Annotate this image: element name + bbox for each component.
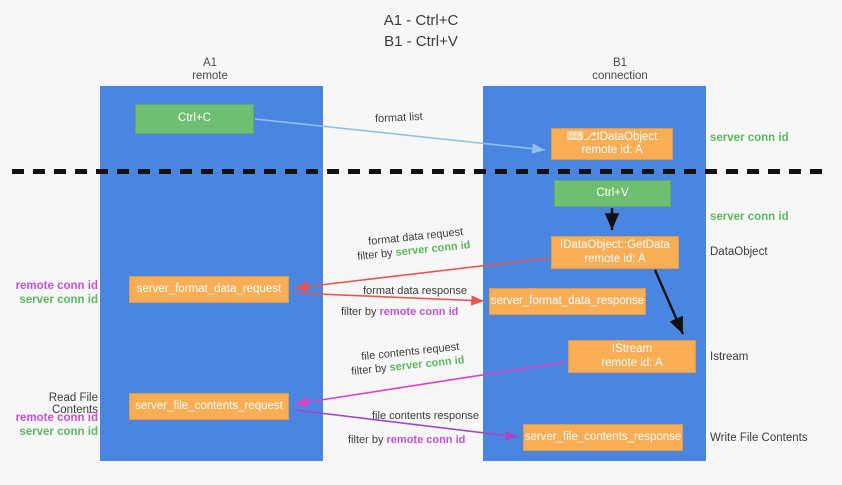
- column-b1-subtitle: connection: [592, 70, 648, 82]
- box-ctrl-v[interactable]: Ctrl+V: [554, 180, 671, 207]
- annotation-remote-conn-id-2: remote conn id: [15, 412, 98, 424]
- title-line-2: B1 - Ctrl+V: [384, 33, 458, 50]
- box-getdata-line1: IDataObject::GetData: [560, 239, 670, 251]
- box-server-file-contents-request[interactable]: server_file_contents_request: [129, 393, 289, 420]
- annotation-read-file-contents: Read File Contents: [48, 392, 98, 416]
- annotation-server-conn-id-mid: server conn id: [710, 211, 789, 223]
- annotation-dataobject: DataObject: [710, 246, 768, 258]
- filter-prefix: filter by: [356, 246, 397, 263]
- filter-key-remote-conn-id: remote conn id: [379, 306, 459, 318]
- box-server-file-contents-request-label: server_file_contents_request: [135, 399, 283, 412]
- edge-label-format-list: format list: [374, 110, 423, 126]
- box-idataobject[interactable]: ⌨⎇IDataObject remote id: A: [551, 128, 673, 160]
- column-b1-name: B1: [612, 57, 628, 69]
- column-header-a1: A1 remote: [120, 57, 300, 83]
- annotation-server-conn-id-top: server conn id: [710, 132, 789, 144]
- filter-prefix: filter by: [350, 361, 391, 378]
- filter-prefix: filter by: [341, 306, 380, 318]
- annotation-remote-conn-id-1: remote conn id: [15, 280, 98, 292]
- annotation-conn-ids-top: remote conn id server conn id: [10, 279, 98, 307]
- box-server-format-data-request[interactable]: server_format_data_request: [129, 276, 289, 303]
- box-idataobject-line2: remote id: A: [581, 144, 643, 156]
- edge-label-format-data-response: format data response: [363, 285, 467, 297]
- box-istream[interactable]: IStream remote id: A: [568, 340, 696, 373]
- annotation-istream: Istream: [710, 351, 749, 363]
- box-idataobject-line1: ⌨⎇IDataObject: [566, 130, 658, 143]
- column-a1-subtitle: remote: [192, 70, 228, 82]
- box-server-file-contents-response[interactable]: server_file_contents_response: [523, 424, 683, 451]
- box-ctrl-v-label: Ctrl+V: [596, 186, 629, 199]
- box-istream-line2: remote id: A: [601, 356, 663, 369]
- box-server-file-contents-response-label: server_file_contents_response: [524, 430, 682, 443]
- page-title: A1 - Ctrl+C B1 - Ctrl+V: [0, 10, 842, 52]
- filter-prefix: filter by: [348, 434, 387, 446]
- column-header-b1: B1 connection: [530, 57, 710, 83]
- box-server-format-data-response-label: server_format_data_response: [490, 294, 645, 307]
- annotation-server-conn-id-1: server conn id: [19, 294, 98, 306]
- phase-divider: [12, 169, 830, 174]
- annotation-write-file-contents: Write File Contents: [710, 432, 808, 444]
- box-ctrl-c-label: Ctrl+C: [178, 112, 211, 125]
- annotation-conn-ids-bottom: remote conn id server conn id: [10, 411, 98, 439]
- box-istream-line1: IStream: [611, 343, 653, 355]
- box-idataobject-getdata[interactable]: IDataObject::GetData remote id: A: [551, 236, 679, 269]
- annotation-server-conn-id-2: server conn id: [19, 426, 98, 438]
- filter-key-remote-conn-id: remote conn id: [386, 434, 466, 446]
- box-getdata-line2: remote id: A: [584, 252, 646, 265]
- box-ctrl-c[interactable]: Ctrl+C: [135, 104, 254, 134]
- box-server-format-data-request-label: server_format_data_request: [136, 282, 282, 295]
- title-line-1: A1 - Ctrl+C: [383, 12, 459, 29]
- edge-filter-format-data-response: filter by remote conn id: [341, 305, 458, 319]
- edge-filter-file-contents-response: filter by remote conn id: [348, 433, 465, 447]
- edge-label-file-contents-response: file contents response: [372, 410, 480, 422]
- box-server-format-data-response[interactable]: server_format_data_response: [489, 288, 646, 315]
- column-a1-name: A1: [202, 57, 218, 69]
